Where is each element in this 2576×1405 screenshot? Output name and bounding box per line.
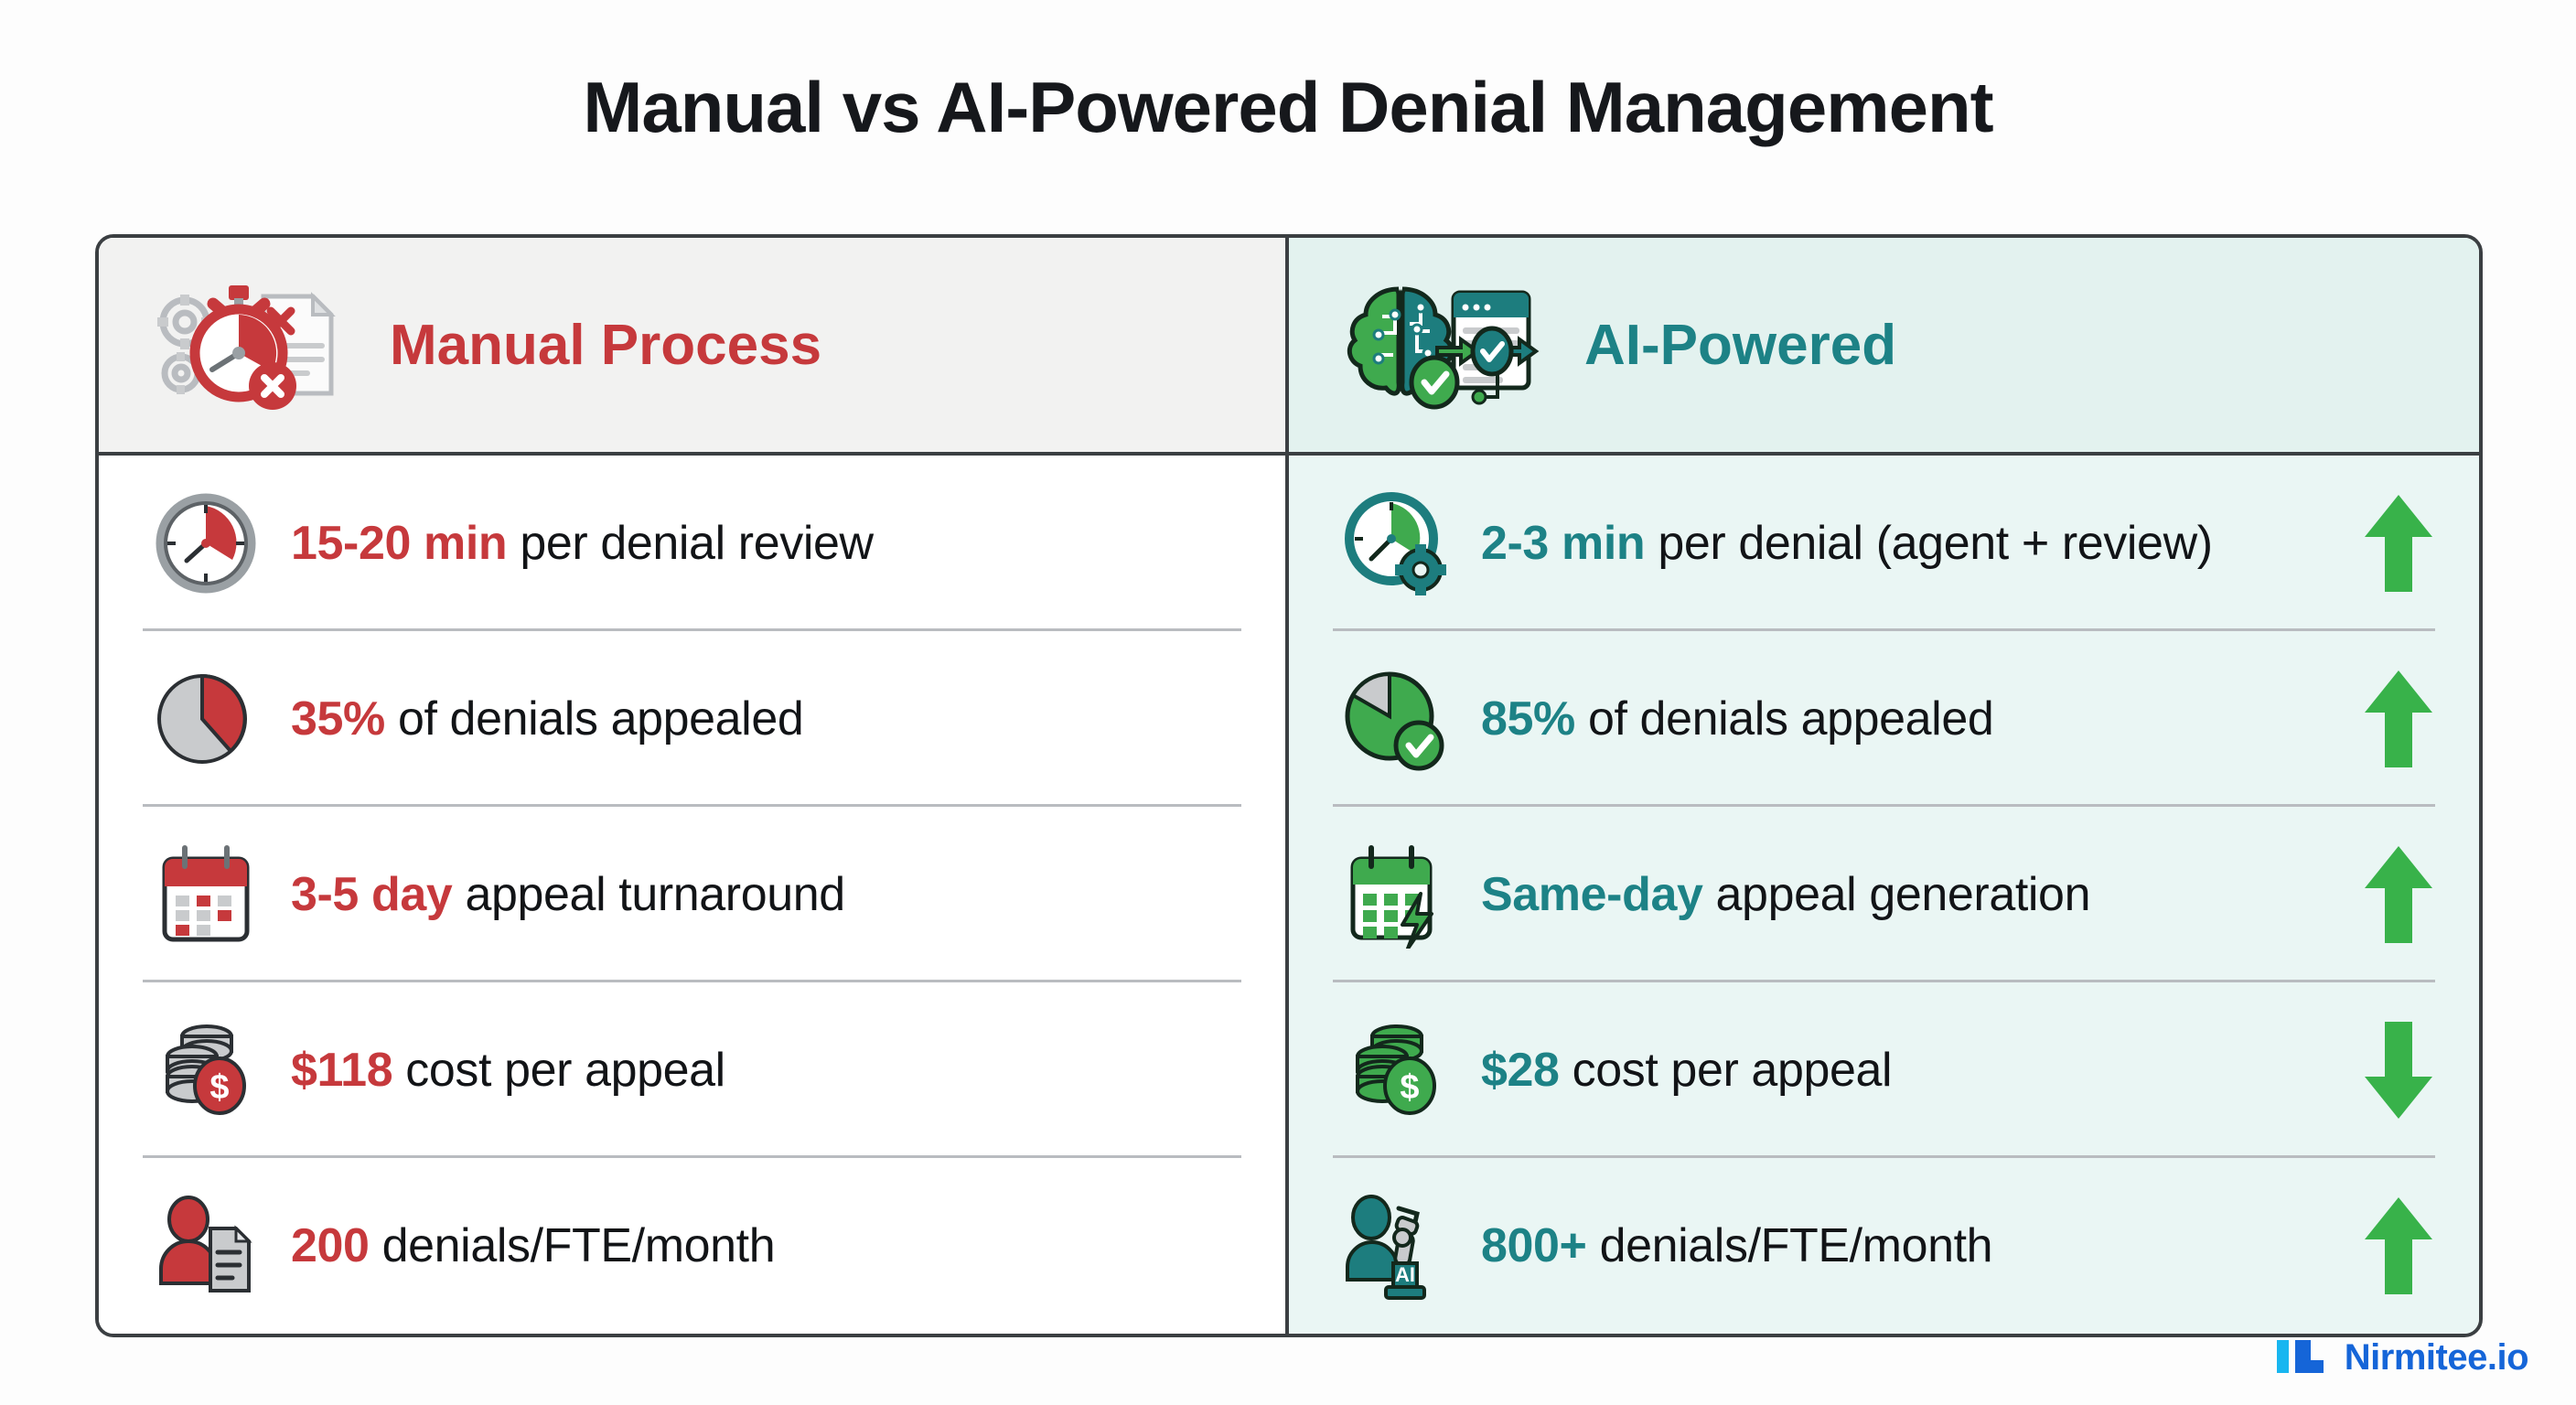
person-document-icon bbox=[152, 1192, 260, 1300]
row-text: $118 cost per appeal bbox=[291, 1044, 1249, 1098]
row-value: 800+ bbox=[1481, 1218, 1587, 1272]
row-text: 35% of denials appealed bbox=[291, 692, 1249, 746]
row-value: 15-20 min bbox=[291, 516, 508, 570]
table-row: $ $118 cost per appeal bbox=[99, 982, 1285, 1158]
brain-circuit-checkmark-icon bbox=[1346, 274, 1542, 416]
row-text: 200 denials/FTE/month bbox=[291, 1219, 1249, 1273]
table-row: $ $28 cost per appeal bbox=[1289, 982, 2479, 1158]
row-value: 3-5 day bbox=[291, 867, 453, 921]
column-header-ai: AI-Powered bbox=[1289, 238, 2479, 456]
coins-dollar-icon: $ bbox=[1342, 1016, 1450, 1124]
table-row: 200 denials/FTE/month bbox=[99, 1158, 1285, 1334]
pie-chart-check-icon bbox=[1342, 665, 1450, 773]
row-text: 15-20 min per denial review bbox=[291, 517, 1249, 571]
table-row: Same-day appeal generation bbox=[1289, 807, 2479, 982]
clock-icon bbox=[152, 489, 260, 597]
row-value: Same-day bbox=[1481, 867, 1703, 921]
arrow-down-icon bbox=[2355, 1016, 2442, 1124]
clock-gear-icon bbox=[1342, 489, 1450, 597]
arrow-up-icon bbox=[2355, 665, 2442, 773]
row-label: of denials appealed bbox=[1574, 692, 1994, 745]
rows-manual: 15-20 min per denial review 35% of denia… bbox=[99, 456, 1285, 1334]
svg-text:AI: AI bbox=[1395, 1263, 1415, 1286]
rows-ai: 2-3 min per denial (agent + review) bbox=[1289, 456, 2479, 1334]
pie-chart-icon bbox=[152, 665, 260, 773]
row-text: 3-5 day appeal turnaround bbox=[291, 868, 1249, 922]
calendar-bolt-icon bbox=[1342, 841, 1450, 950]
row-label: per denial review bbox=[507, 516, 874, 570]
row-text: 800+ denials/FTE/month bbox=[1481, 1219, 2324, 1273]
arrow-up-icon bbox=[2355, 841, 2442, 949]
row-text: Same-day appeal generation bbox=[1481, 868, 2324, 922]
row-text: $28 cost per appeal bbox=[1481, 1044, 2324, 1098]
row-value: 85% bbox=[1481, 692, 1575, 745]
table-row: 85% of denials appealed bbox=[1289, 631, 2479, 807]
row-value: 2-3 min bbox=[1481, 516, 1646, 570]
arrow-up-icon bbox=[2355, 489, 2442, 597]
column-header-manual: Manual Process bbox=[99, 238, 1285, 456]
svg-text:$: $ bbox=[209, 1068, 229, 1107]
row-value: 35% bbox=[291, 692, 385, 745]
column-header-manual-label: Manual Process bbox=[390, 313, 822, 377]
table-row: 3-5 day appeal turnaround bbox=[99, 807, 1285, 982]
table-row: AI 800+ denials/FTE/month bbox=[1289, 1158, 2479, 1334]
row-label: appeal generation bbox=[1702, 867, 2091, 921]
calendar-icon bbox=[152, 841, 260, 949]
arrow-up-icon bbox=[2355, 1192, 2442, 1300]
table-row: 35% of denials appealed bbox=[99, 631, 1285, 807]
row-label: denials/FTE/month bbox=[369, 1218, 776, 1272]
row-label: appeal turnaround bbox=[452, 867, 845, 921]
row-value: 200 bbox=[291, 1218, 370, 1272]
row-label: of denials appealed bbox=[384, 692, 804, 745]
row-value: $118 bbox=[291, 1043, 393, 1097]
robot-arm-ai-icon: AI bbox=[1342, 1192, 1450, 1300]
row-value: $28 bbox=[1481, 1043, 1560, 1097]
table-row: 15-20 min per denial review bbox=[99, 456, 1285, 631]
page-title: Manual vs AI-Powered Denial Management bbox=[583, 67, 1993, 147]
row-label: per denial (agent + review) bbox=[1645, 516, 2213, 570]
row-label: cost per appeal bbox=[1559, 1043, 1893, 1097]
column-ai: AI-Powered bbox=[1289, 238, 2479, 1334]
footer-brand-name: Nirmitee.io bbox=[2344, 1337, 2529, 1378]
row-label: cost per appeal bbox=[392, 1043, 725, 1097]
stopwatch-gears-document-icon bbox=[156, 274, 348, 416]
nirmitee-logo-icon bbox=[2275, 1335, 2330, 1381]
table-row: 2-3 min per denial (agent + review) bbox=[1289, 456, 2479, 631]
row-text: 2-3 min per denial (agent + review) bbox=[1481, 517, 2324, 571]
row-text: 85% of denials appealed bbox=[1481, 692, 2324, 746]
row-label: denials/FTE/month bbox=[1586, 1218, 1993, 1272]
column-manual: Manual Process bbox=[99, 238, 1289, 1334]
footer-logo[interactable]: Nirmitee.io bbox=[2275, 1335, 2529, 1381]
column-header-ai-label: AI-Powered bbox=[1584, 313, 1897, 377]
coins-dollar-icon: $ bbox=[152, 1016, 260, 1124]
comparison-table: Manual Process bbox=[95, 234, 2483, 1337]
svg-text:$: $ bbox=[1400, 1068, 1419, 1107]
